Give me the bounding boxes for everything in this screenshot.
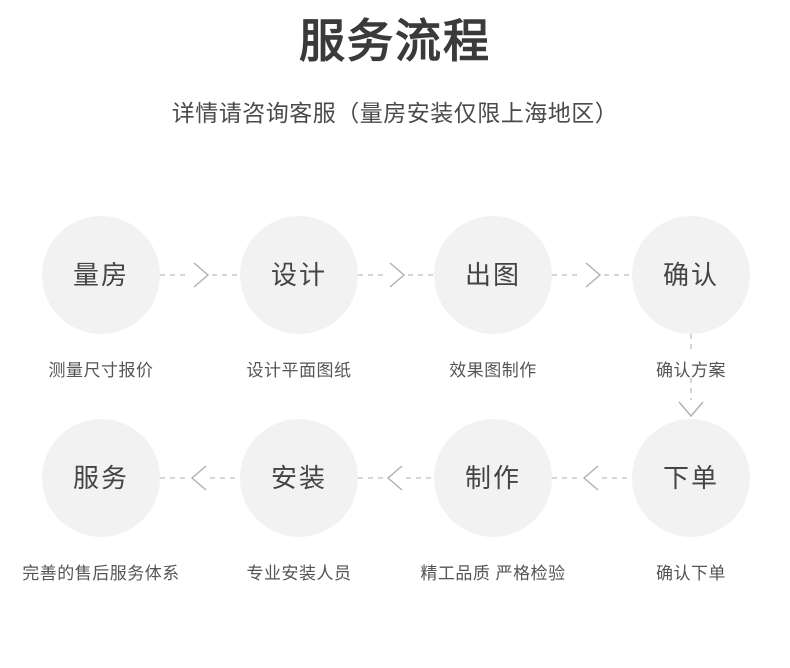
flow-node-6[interactable]: 制作 精工品质 严格检验: [420, 419, 565, 583]
arrow-right-icon-3: [552, 257, 632, 293]
flow-node-title: 确认: [662, 260, 719, 290]
flow-node-8[interactable]: 服务 完善的售后服务体系: [22, 419, 179, 583]
flow-node-caption: 完善的售后服务体系: [22, 564, 180, 583]
flow-node-2[interactable]: 设计 设计平面图纸: [240, 216, 358, 380]
flow-node-caption: 确认下单: [656, 564, 726, 583]
flow-node-circle: 量房: [42, 216, 160, 334]
flow-node-7[interactable]: 安装 专业安装人员: [240, 419, 358, 583]
arrow-left-icon-1: [160, 460, 240, 496]
flow-node-3[interactable]: 出图 效果图制作: [434, 216, 552, 380]
flow-node-title: 下单: [662, 463, 719, 493]
arrow-right-icon-2: [358, 257, 434, 293]
page-subtitle: 详情请咨询客服（量房安装仅限上海地区）: [171, 100, 619, 126]
flow-node-circle: 制作: [434, 419, 552, 537]
flow-node-circle: 安装: [240, 419, 358, 537]
flow-node-5[interactable]: 下单 确认下单: [632, 419, 750, 583]
flow-node-caption: 专业安装人员: [246, 564, 352, 583]
flow-node-caption: 设计平面图纸: [246, 361, 352, 380]
flow-node-1[interactable]: 量房 测量尺寸报价: [42, 216, 160, 380]
flow-node-title: 设计: [270, 260, 327, 290]
flow-node-circle: 服务: [42, 419, 160, 537]
flow-node-caption: 确认方案: [656, 361, 726, 380]
flow-node-title: 服务: [72, 463, 129, 493]
arrow-right-icon-1: [160, 257, 240, 293]
flow-node-caption: 精工品质 严格检验: [420, 564, 566, 583]
page-title: 服务流程: [299, 15, 491, 67]
flow-node-circle: 下单: [632, 419, 750, 537]
flow-node-title: 量房: [72, 260, 129, 290]
flow-node-4[interactable]: 确认 确认方案: [632, 216, 750, 380]
flow-node-title: 安装: [270, 463, 327, 493]
flow-node-caption: 测量尺寸报价: [48, 361, 154, 380]
arrow-down-icon: [661, 334, 721, 420]
arrow-left-icon-2: [358, 460, 434, 496]
flow-node-circle: 设计: [240, 216, 358, 334]
flow-node-caption: 效果图制作: [449, 361, 537, 380]
flow-node-circle: 确认: [632, 216, 750, 334]
arrow-left-icon-3: [552, 460, 632, 496]
flow-node-circle: 出图: [434, 216, 552, 334]
flow-node-title: 制作: [464, 463, 521, 493]
flow-node-title: 出图: [464, 260, 521, 290]
